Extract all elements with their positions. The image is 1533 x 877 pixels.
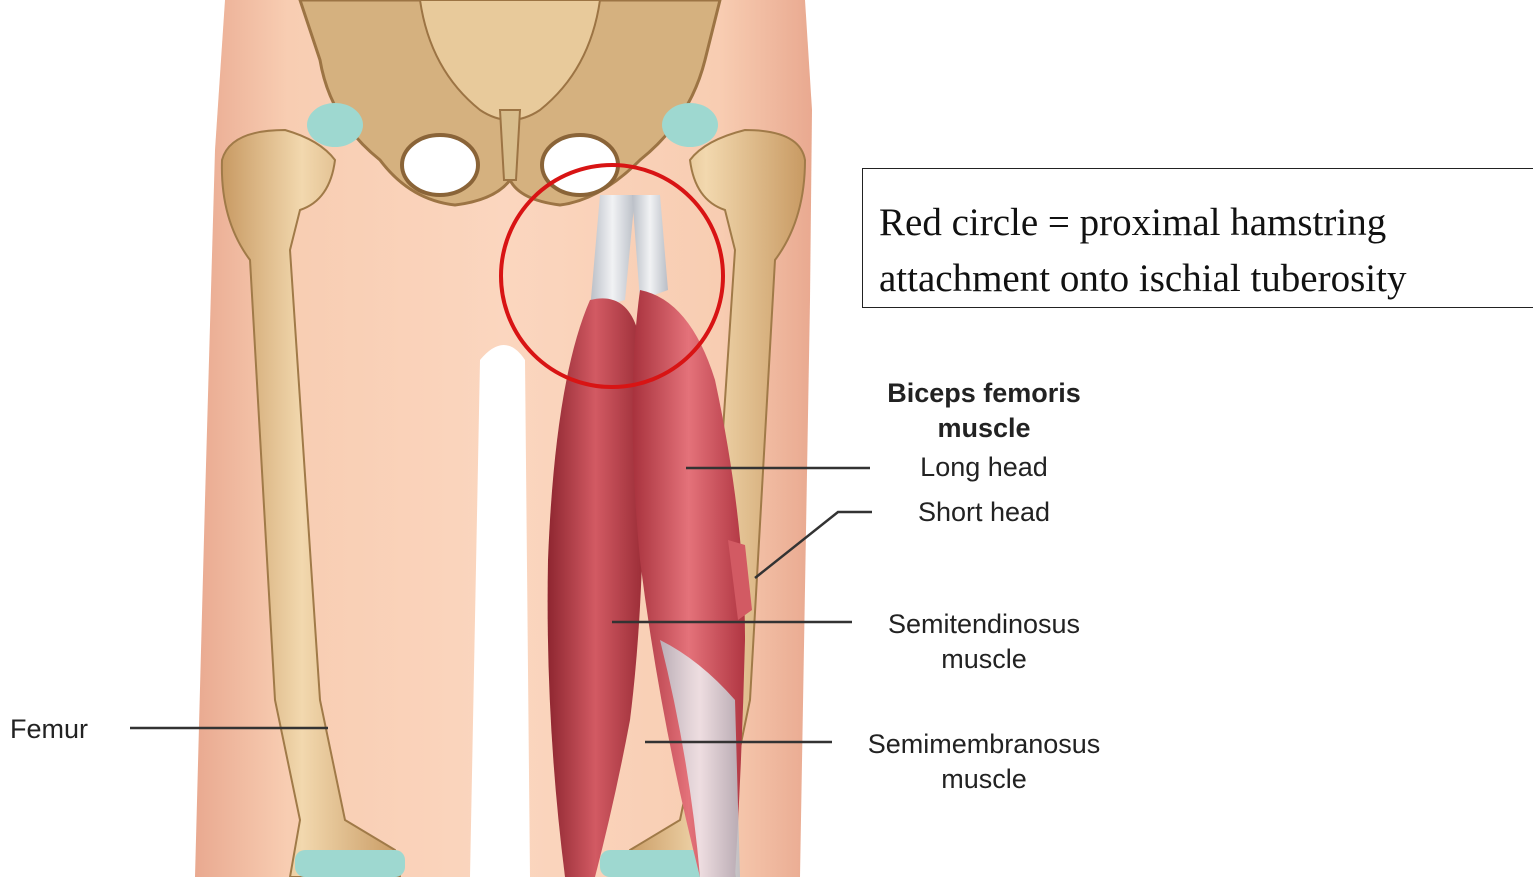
long-head-label: Long head bbox=[900, 452, 1068, 483]
coccyx bbox=[500, 110, 520, 180]
knee-cartilage-left bbox=[295, 850, 405, 877]
femur-label: Femur bbox=[10, 714, 106, 745]
callout-line-2: attachment onto ischial tuberosity bbox=[879, 251, 1533, 307]
semimembranosus-label: Semimembranosus muscle bbox=[846, 729, 1122, 795]
semitendinosus-label: Semitendinosus muscle bbox=[870, 609, 1098, 675]
callout-line-1: Red circle = proximal hamstring bbox=[879, 195, 1533, 251]
biceps-label-line-1: Biceps femoris bbox=[876, 378, 1092, 409]
obturator-foramen-left bbox=[402, 135, 478, 195]
semitendinosus-label-line-2: muscle bbox=[870, 644, 1098, 675]
callout-box: Red circle = proximal hamstring attachme… bbox=[862, 168, 1533, 308]
semimembranosus-label-line-2: muscle bbox=[846, 764, 1122, 795]
semitendinosus-label-line-1: Semitendinosus bbox=[870, 609, 1098, 640]
biceps-label-line-2: muscle bbox=[876, 413, 1092, 444]
hip-cartilage-left bbox=[307, 103, 363, 147]
thigh-gap bbox=[470, 345, 530, 877]
biceps-femoris-label: Biceps femoris muscle bbox=[876, 378, 1092, 444]
hip-cartilage-right bbox=[662, 103, 718, 147]
semimembranosus-label-line-1: Semimembranosus bbox=[846, 729, 1122, 760]
short-head-label: Short head bbox=[900, 497, 1068, 528]
